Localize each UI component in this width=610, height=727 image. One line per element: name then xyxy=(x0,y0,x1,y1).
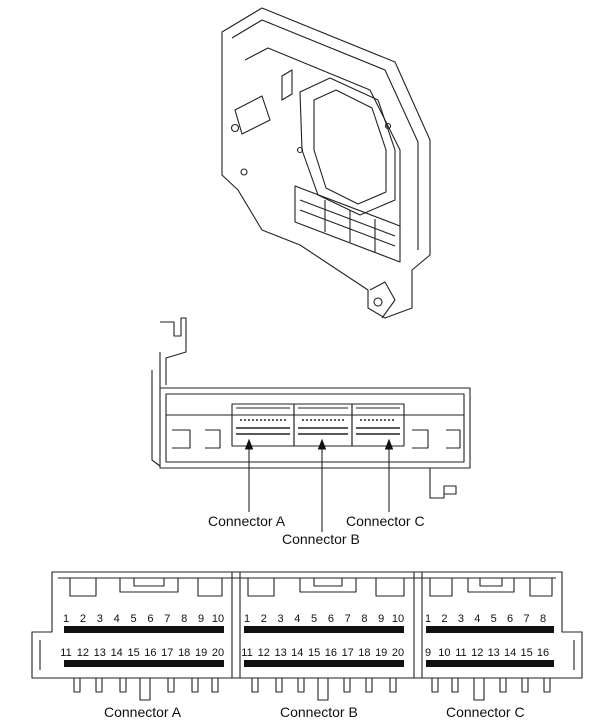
pin-label: 5 xyxy=(131,613,137,625)
pin-label: 15 xyxy=(520,647,532,659)
pin-label: 16 xyxy=(537,647,549,659)
pin-label: 1 xyxy=(63,613,69,625)
pin-label: 5 xyxy=(491,613,497,625)
pin-label: 19 xyxy=(195,647,207,659)
pin-label: 11 xyxy=(60,647,71,659)
pin-label: 8 xyxy=(181,613,187,625)
pin-label: 4 xyxy=(114,613,120,625)
pin-label: 8 xyxy=(361,613,367,625)
connector-c-label: Connector C xyxy=(446,704,525,720)
pin-label: 4 xyxy=(474,613,480,625)
pin-label: 10 xyxy=(438,647,450,659)
pin-label: 6 xyxy=(147,613,153,625)
pin-label: 5 xyxy=(311,613,317,625)
callout-connector-b: Connector B xyxy=(282,531,360,547)
pin-label: 2 xyxy=(441,613,447,625)
connector-a-label: Connector A xyxy=(104,704,182,720)
pin-label: 1 xyxy=(244,613,250,625)
pin-label: 9 xyxy=(378,613,384,625)
pin-label: 12 xyxy=(77,647,89,659)
pin-label: 13 xyxy=(488,647,500,659)
pin-label: 18 xyxy=(178,647,190,659)
pin-label: 18 xyxy=(358,647,370,659)
pin-label: 10 xyxy=(392,613,404,625)
pin-label: 4 xyxy=(294,613,300,625)
pin-label: 3 xyxy=(458,613,464,625)
pin-label: 16 xyxy=(144,647,156,659)
pin-label: 13 xyxy=(94,647,106,659)
pin-label: 6 xyxy=(507,613,513,625)
callout-connector-c: Connector C xyxy=(346,513,425,529)
pin-label: 20 xyxy=(392,647,404,659)
callout-connector-a: Connector A xyxy=(208,513,286,529)
pin-label: 14 xyxy=(111,647,123,659)
pin-label: 7 xyxy=(164,613,170,625)
pin-label: 20 xyxy=(212,647,224,659)
pin-label: 9 xyxy=(425,647,431,659)
pin-label: 17 xyxy=(342,647,354,659)
pin-label: 15 xyxy=(308,647,320,659)
pin-label: 7 xyxy=(524,613,530,625)
pin-label: 14 xyxy=(504,647,516,659)
pin-label: 12 xyxy=(258,647,270,659)
pin-label: 3 xyxy=(278,613,284,625)
pin-label: 9 xyxy=(198,613,204,625)
pin-label: 13 xyxy=(274,647,286,659)
pin-label: 11 xyxy=(455,647,466,659)
pin-label: 14 xyxy=(291,647,303,659)
pin-label: 11 xyxy=(241,647,252,659)
pin-label: 2 xyxy=(80,613,86,625)
pin-label: 12 xyxy=(471,647,483,659)
pin-label: 17 xyxy=(161,647,173,659)
pin-label: 3 xyxy=(97,613,103,625)
pin-label: 7 xyxy=(345,613,351,625)
pin-label: 2 xyxy=(261,613,267,625)
pin-label: 1 xyxy=(425,613,431,625)
pin-label: 8 xyxy=(540,613,546,625)
pin-label: 19 xyxy=(375,647,387,659)
pin-label: 16 xyxy=(325,647,337,659)
pin-label: 10 xyxy=(212,613,224,625)
connector-b-label: Connector B xyxy=(280,704,358,720)
pin-label: 6 xyxy=(328,613,334,625)
pin-label: 15 xyxy=(127,647,139,659)
